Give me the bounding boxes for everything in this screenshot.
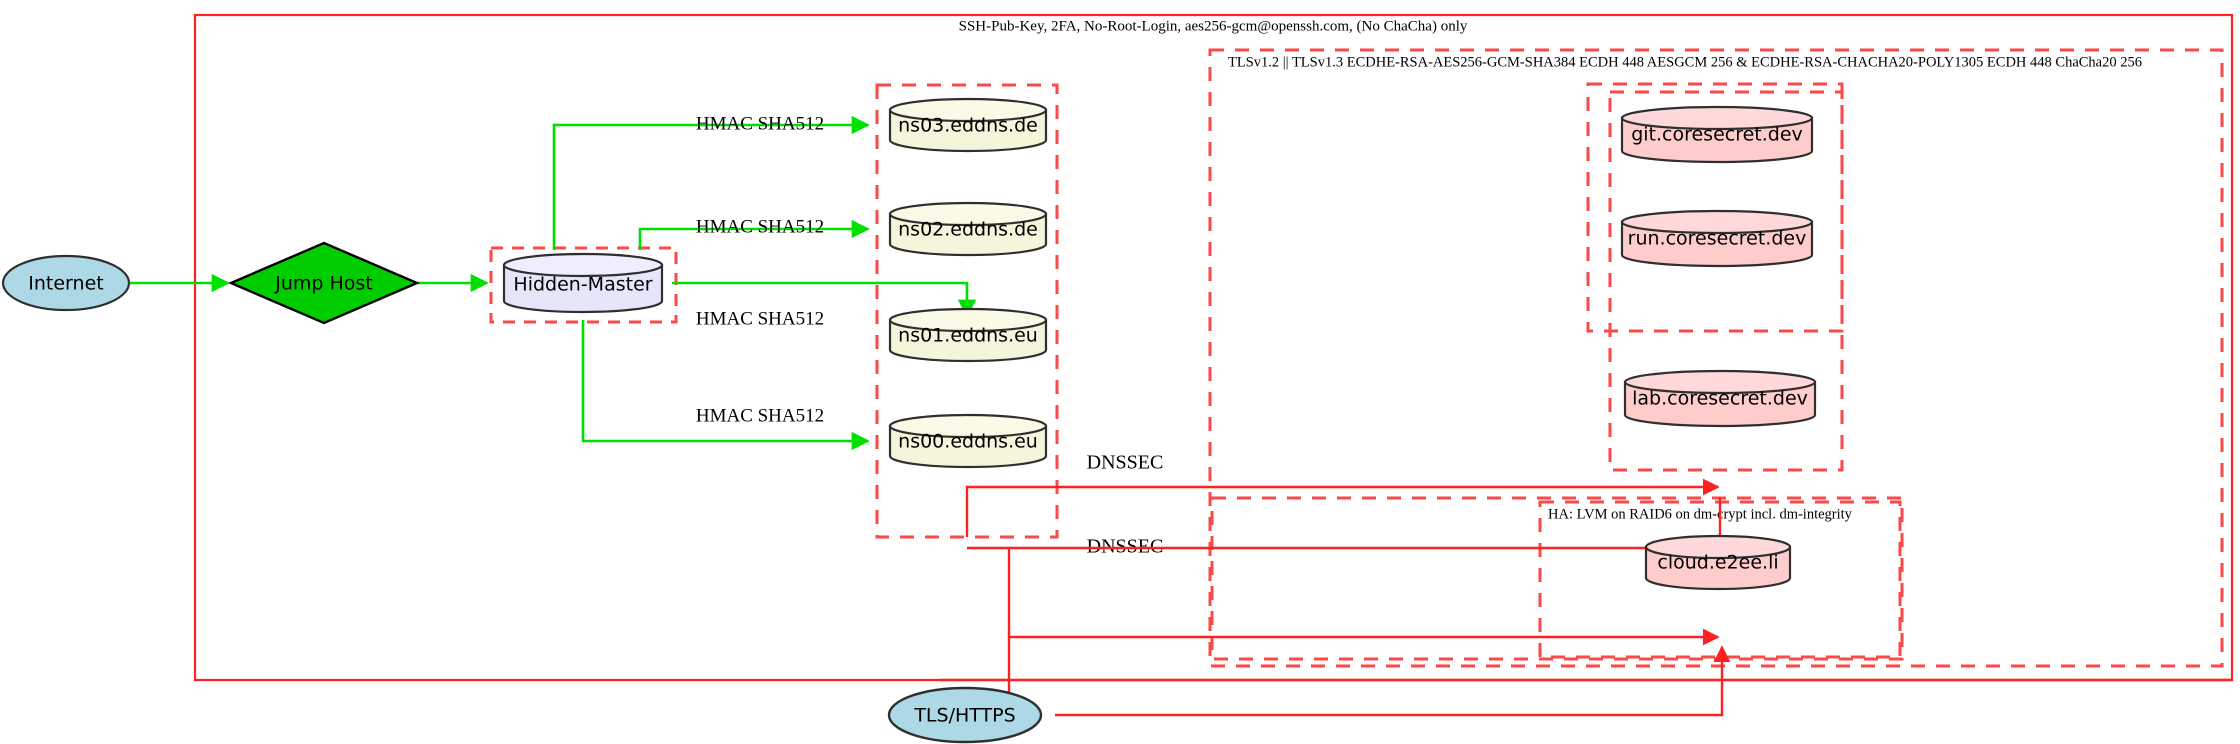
lab-label: lab.coresecret.dev — [1632, 388, 1808, 410]
cloud-top — [1644, 534, 1792, 560]
node-ns01[interactable]: ns01.eddns.eu — [888, 307, 1048, 363]
edge-master-to-ns03 — [552, 115, 870, 250]
tls-cluster-box — [1208, 48, 2224, 668]
internet-label: Internet — [28, 273, 103, 295]
node-ns02[interactable]: ns02.eddns.de — [888, 201, 1048, 257]
git-body — [1620, 116, 1814, 164]
internet-ellipse — [1, 254, 131, 312]
node-cloud-e2ee[interactable]: cloud.e2ee.li — [1644, 534, 1792, 591]
git-label: git.coresecret.dev — [1631, 124, 1803, 146]
edge-master-to-ns00 — [581, 320, 870, 451]
node-internet[interactable]: Internet — [1, 254, 131, 312]
coresecret-cluster-outer-box — [1586, 82, 1844, 333]
edge-dnssec-lower — [1007, 548, 1720, 646]
node-run-coresecret[interactable]: run.coresecret.dev — [1620, 209, 1814, 268]
node-tls-https[interactable]: TLS/HTTPS — [887, 686, 1043, 744]
coresecret-cluster-inner-box — [1608, 90, 1844, 472]
node-hidden-master[interactable]: Hidden-Master — [502, 252, 664, 314]
edge-master-to-ns01 — [672, 281, 977, 318]
hidden-master-body — [502, 263, 664, 314]
node-ns03[interactable]: ns03.eddns.de — [888, 97, 1048, 153]
ns01-label: ns01.eddns.eu — [898, 325, 1038, 347]
node-ns00[interactable]: ns00.eddns.eu — [888, 413, 1048, 469]
node-jump-host[interactable]: Jump Host — [227, 241, 421, 325]
tls-https-label: TLS/HTTPS — [913, 705, 1015, 727]
jump-host-diamond — [227, 241, 421, 325]
lab-top — [1623, 369, 1817, 395]
git-top — [1620, 105, 1814, 131]
cloud-label: cloud.e2ee.li — [1657, 552, 1778, 574]
hidden-master-cluster-box — [489, 246, 678, 324]
ns03-label: ns03.eddns.de — [898, 115, 1038, 137]
run-body — [1620, 220, 1814, 268]
tls-policy-label: TLSv1.2 || TLSv1.3 ECDHE-RSA-AES256-GCM-… — [1228, 54, 2142, 70]
tls-https-ellipse — [887, 686, 1043, 744]
hidden-master-label: Hidden-Master — [513, 274, 652, 296]
jump-host-label: Jump Host — [274, 273, 373, 295]
edge-label-dnssec-lower: DNSSEC — [1087, 536, 1164, 558]
edge-dnssec-mid-connector — [967, 497, 1722, 550]
node-git-coresecret[interactable]: git.coresecret.dev — [1620, 105, 1814, 164]
dns-cluster-box — [875, 83, 1059, 539]
ns03-top — [888, 97, 1048, 123]
edge-label-dnssec-upper: DNSSEC — [1087, 452, 1164, 474]
ns02-label: ns02.eddns.de — [898, 219, 1038, 241]
ha-policy-label: HA: LVM on RAID6 on dm-crypt incl. dm-in… — [1548, 506, 1853, 522]
lab-body — [1623, 380, 1817, 428]
edge-tlshttps-right-route — [1055, 645, 1731, 717]
run-label: run.coresecret.dev — [1628, 228, 1807, 250]
edge-label-hmac-ns00: HMAC SHA512 — [696, 405, 824, 426]
ns00-label: ns00.eddns.eu — [898, 431, 1038, 453]
edge-master-to-ns02 — [638, 219, 870, 250]
edge-label-hmac-ns02: HMAC SHA512 — [696, 216, 824, 237]
edge-label-hmac-ns01: HMAC SHA512 — [696, 308, 824, 329]
node-lab-coresecret[interactable]: lab.coresecret.dev — [1623, 369, 1817, 428]
ns00-top — [888, 413, 1048, 439]
edge-dnssec-upper — [965, 478, 1720, 537]
run-top — [1620, 209, 1814, 235]
ssh-policy-label: SSH-Pub-Key, 2FA, No-Root-Login, aes256-… — [959, 18, 1468, 34]
ns02-top — [888, 201, 1048, 227]
ns01-top — [888, 307, 1048, 333]
edge-label-hmac-ns03: HMAC SHA512 — [696, 113, 824, 134]
ssh-boundary-box — [193, 13, 2234, 682]
hidden-master-top — [502, 252, 664, 278]
